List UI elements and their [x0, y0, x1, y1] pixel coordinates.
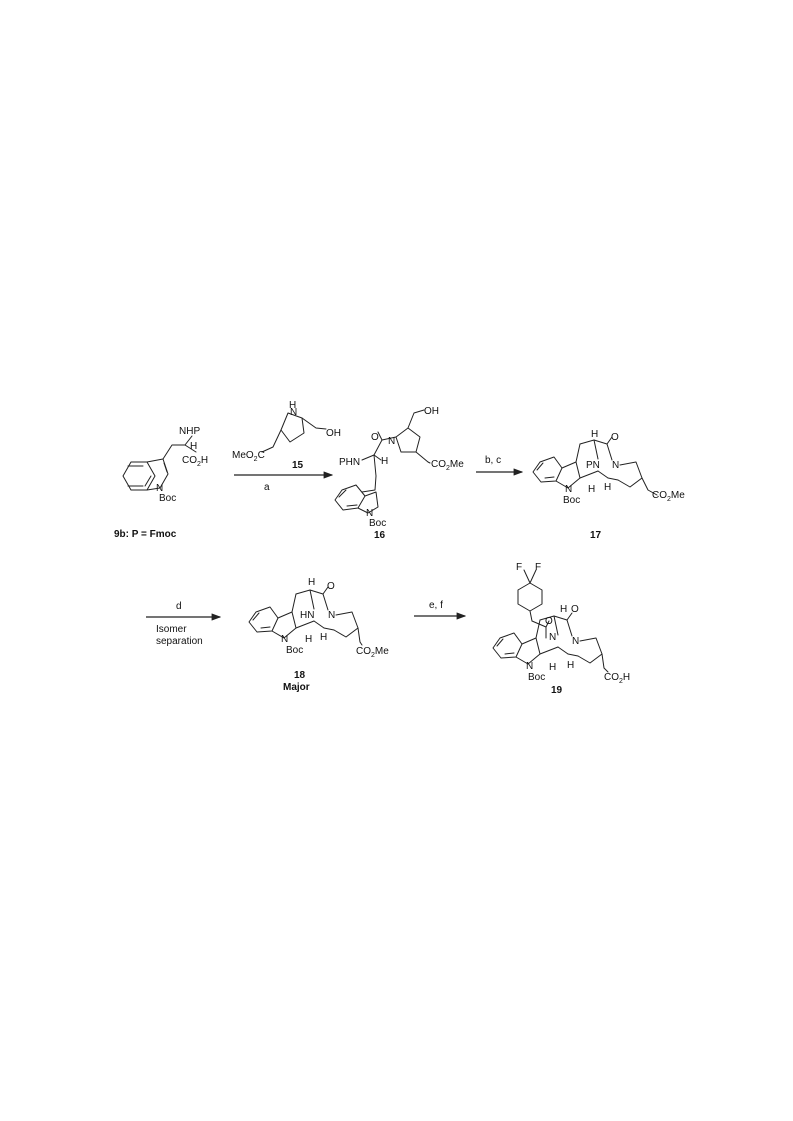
compound-18-n-indole: N — [281, 634, 288, 645]
compound-9b-structure — [122, 435, 197, 491]
compound-19-o2: O — [571, 604, 579, 615]
compound-16-h: H — [381, 456, 388, 467]
compound-18-n: N — [328, 610, 335, 621]
compound-16-oh: OH — [424, 406, 439, 417]
compound-19-n-indole: N — [526, 661, 533, 672]
compound-16-co2me: CO2Me — [431, 459, 464, 472]
compound-16-label: 16 — [374, 530, 386, 541]
arrow-a: N H OH MeO2C 15 a — [232, 400, 341, 493]
compound-9b-co2h: CO2H — [182, 455, 208, 468]
compound-17-boc: Boc — [563, 495, 580, 506]
compound-16-n-indole: N — [366, 508, 373, 519]
compound-18-h-top: H — [308, 577, 315, 588]
compound-9b-label: 9b: P = Fmoc — [114, 529, 177, 540]
compound-19-h2: H — [567, 660, 574, 671]
compound-18-o: O — [327, 581, 335, 592]
arrow-ef-label: e, f — [429, 600, 443, 611]
compound-15-structure — [261, 412, 327, 453]
compound-19-o1: O — [545, 616, 553, 627]
compound-18-structure — [248, 586, 363, 646]
compound-15-meo2c: MeO2C — [232, 450, 265, 463]
compound-9b-boc: Boc — [159, 493, 176, 504]
compound-19-boc: Boc — [528, 672, 545, 683]
compound-17-n: N — [612, 460, 619, 471]
compound-17-co2me: CO2Me — [652, 490, 685, 503]
compound-16-n: N — [388, 436, 395, 447]
compound-19-n1: N — [549, 632, 556, 643]
compound-16-boc: Boc — [369, 518, 386, 529]
compound-16-phn: PHN — [339, 457, 360, 468]
arrow-d-label: d — [176, 601, 182, 612]
compound-9b-n: N — [156, 483, 163, 494]
compound-9b-h: H — [190, 441, 197, 452]
compound-19-f1: F — [516, 562, 522, 573]
compound-19-h-top: H — [560, 604, 567, 615]
compound-9b-nhp: NHP — [179, 426, 200, 437]
compound-15-label: 15 — [292, 460, 304, 471]
compound-17-structure — [532, 436, 658, 496]
compound-18-hn: HN — [300, 610, 314, 621]
compound-9b: NHP H CO2H N Boc 9b: P = Fmoc — [114, 426, 208, 540]
arrow-a-label: a — [264, 482, 270, 493]
compound-15-oh: OH — [326, 428, 341, 439]
compound-15-n: N — [290, 407, 297, 418]
compound-17-h-top: H — [591, 429, 598, 440]
compound-16: OH O N PHN H CO2Me N Boc 16 — [334, 406, 464, 541]
compound-18-sublabel: Major — [283, 682, 310, 693]
compound-18-h2: H — [320, 632, 327, 643]
compound-15-h: H — [289, 400, 296, 411]
compound-19-label: 19 — [551, 685, 563, 696]
compound-17-o: O — [611, 432, 619, 443]
arrow-bc: b, c — [476, 455, 524, 476]
compound-19-co2h: CO2H — [604, 672, 630, 685]
arrow-ef: e, f — [414, 600, 467, 620]
compound-18: H O HN N N Boc H H CO2Me 18 Major — [248, 577, 389, 693]
compound-17-h1: H — [588, 484, 595, 495]
compound-18-boc: Boc — [286, 645, 303, 656]
arrow-d-condition-2: separation — [156, 636, 203, 647]
compound-19-f2: F — [535, 562, 541, 573]
compound-18-h1: H — [305, 634, 312, 645]
compound-17-pn: PN — [586, 460, 600, 471]
compound-19-structure — [492, 569, 609, 673]
compound-17-n-indole: N — [565, 484, 572, 495]
compound-17-h2: H — [604, 482, 611, 493]
compound-19: F F O H O N N N Boc H H CO2H 19 — [492, 562, 630, 696]
compound-16-structure — [334, 409, 431, 514]
arrow-d: d Isomer separation — [146, 601, 222, 647]
arrow-bc-label: b, c — [485, 455, 501, 466]
compound-18-co2me: CO2Me — [356, 646, 389, 659]
compound-16-o: O — [371, 432, 379, 443]
compound-19-h1: H — [549, 662, 556, 673]
compound-17-label: 17 — [590, 530, 602, 541]
compound-19-n2: N — [572, 636, 579, 647]
compound-17: H O PN N N Boc H H CO2Me 17 — [532, 429, 685, 541]
arrow-d-condition-1: Isomer — [156, 624, 187, 635]
compound-18-label: 18 — [294, 670, 306, 681]
